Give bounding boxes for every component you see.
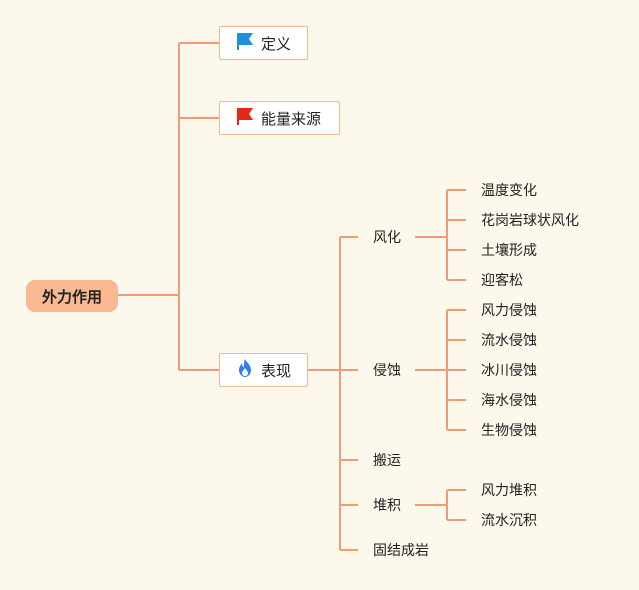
subtopic-item[interactable]: 土壤形成 <box>481 241 537 259</box>
topic-label: 风化 <box>373 230 401 246</box>
subtopic-label: 温度变化 <box>481 183 537 199</box>
red-flag-icon <box>234 106 256 130</box>
subtopic-item[interactable]: 流水侵蚀 <box>481 331 537 349</box>
branch-energy-source[interactable]: 能量来源 <box>219 101 340 135</box>
subtopic-item[interactable]: 花岗岩球状风化 <box>481 211 579 229</box>
subtopic-label: 土壤形成 <box>481 243 537 259</box>
topic-consolidation[interactable]: 固结成岩 <box>373 541 429 559</box>
topic-label: 堆积 <box>373 498 401 514</box>
subtopic-item[interactable]: 流水沉积 <box>481 511 537 529</box>
branch-label: 能量来源 <box>261 109 322 128</box>
topic-label: 固结成岩 <box>373 543 429 559</box>
topic-transport[interactable]: 搬运 <box>373 451 401 469</box>
branch-label: 表现 <box>261 361 292 380</box>
subtopic-item[interactable]: 生物侵蚀 <box>481 421 537 439</box>
subtopic-item[interactable]: 风力堆积 <box>481 481 537 499</box>
subtopic-label: 流水侵蚀 <box>481 333 537 349</box>
blue-flag-icon <box>234 31 256 55</box>
branch-definition[interactable]: 定义 <box>219 26 308 60</box>
topic-label: 侵蚀 <box>373 363 401 379</box>
subtopic-label: 生物侵蚀 <box>481 423 537 439</box>
subtopic-item[interactable]: 迎客松 <box>481 271 523 289</box>
subtopic-item[interactable]: 冰川侵蚀 <box>481 361 537 379</box>
branch-manifestation[interactable]: 表现 <box>219 353 308 387</box>
fire-icon <box>234 358 256 382</box>
subtopic-item[interactable]: 温度变化 <box>481 181 537 199</box>
subtopic-label: 风力堆积 <box>481 483 537 499</box>
root-label: 外力作用 <box>41 287 102 306</box>
topic-label: 搬运 <box>373 453 401 469</box>
subtopic-label: 风力侵蚀 <box>481 303 537 319</box>
subtopic-label: 流水沉积 <box>481 513 537 529</box>
subtopic-label: 冰川侵蚀 <box>481 363 537 379</box>
subtopic-label: 迎客松 <box>481 273 523 289</box>
topic-deposition[interactable]: 堆积 <box>373 496 401 514</box>
subtopic-label: 花岗岩球状风化 <box>481 213 579 229</box>
subtopic-item[interactable]: 海水侵蚀 <box>481 391 537 409</box>
root-topic[interactable]: 外力作用 <box>26 280 118 312</box>
branch-label: 定义 <box>261 34 292 53</box>
subtopic-item[interactable]: 风力侵蚀 <box>481 301 537 319</box>
subtopic-label: 海水侵蚀 <box>481 393 537 409</box>
topic-weathering[interactable]: 风化 <box>373 228 401 246</box>
topic-erosion[interactable]: 侵蚀 <box>373 361 401 379</box>
